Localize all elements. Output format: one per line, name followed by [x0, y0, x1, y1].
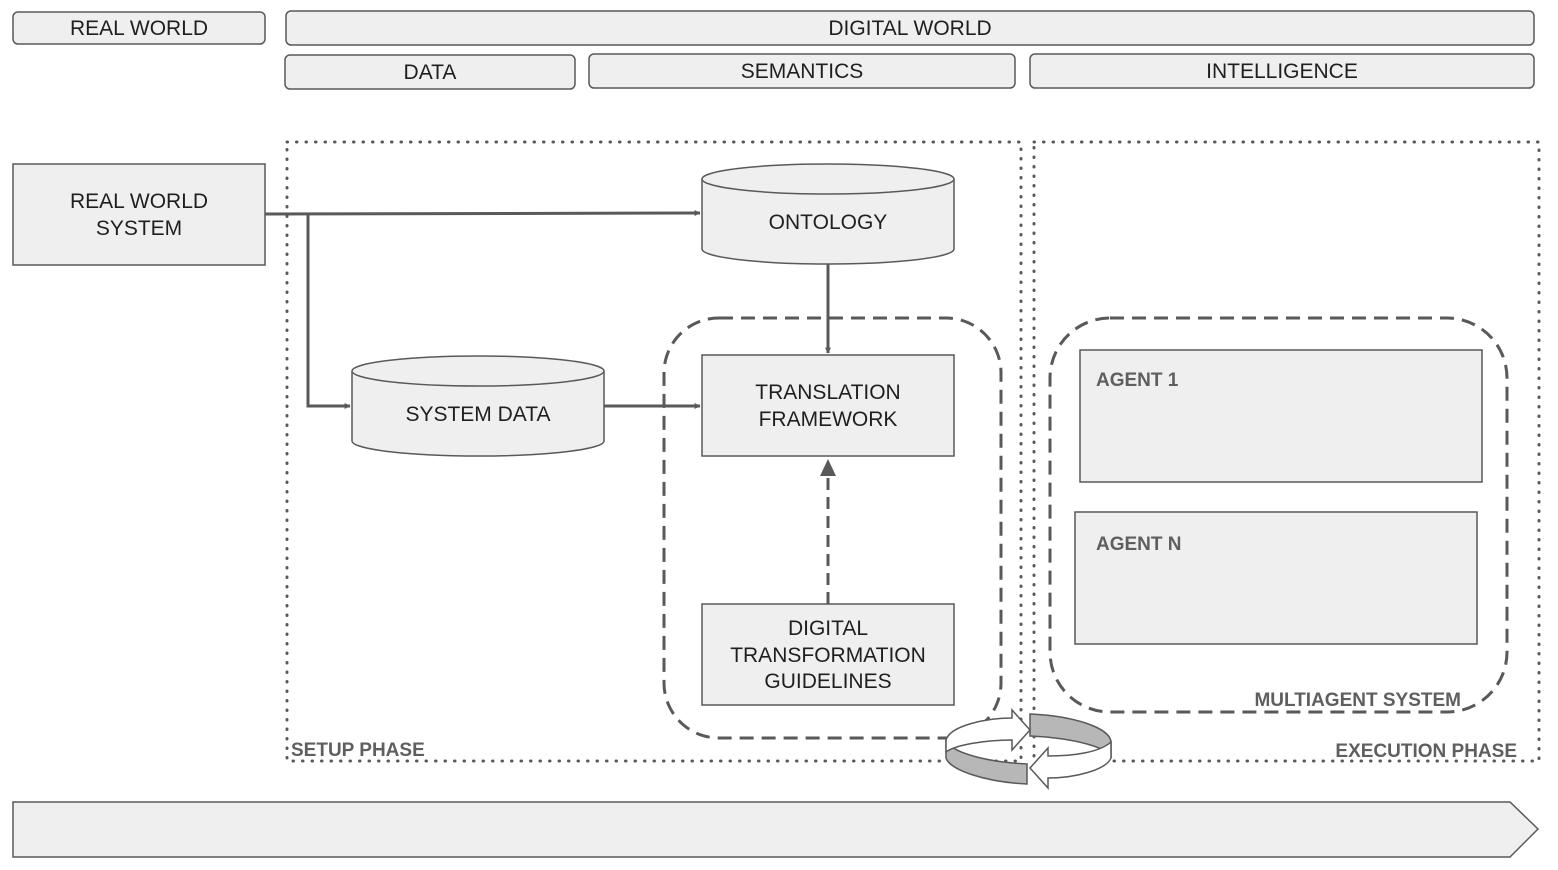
header-real-world: REAL WORLD — [12, 11, 266, 45]
multiagent-system-label: MULTIAGENT SYSTEM — [1254, 690, 1461, 711]
arrow-system-to-ontology — [264, 210, 701, 217]
header-intelligence: INTELLIGENCE — [1029, 53, 1535, 89]
timeline-arrow — [12, 801, 1540, 858]
real-world-system-node: REAL WORLD SYSTEM — [12, 163, 266, 266]
header-digital-world: DIGITAL WORLD — [285, 10, 1535, 46]
arrow-system-to-system-data — [306, 214, 351, 409]
header-semantics-label: SEMANTICS — [741, 60, 864, 83]
header-digital-world-label: DIGITAL WORLD — [828, 17, 991, 40]
agent-1-node: AGENT 1 — [1079, 349, 1483, 483]
header-data: DATA — [284, 54, 576, 90]
system-data-node: SYSTEM DATA — [351, 355, 605, 457]
ontology-label: ONTOLOGY — [769, 211, 888, 234]
translation-group-boundary — [662, 316, 1003, 740]
cycle-icon — [945, 708, 1112, 790]
translation-framework-label-line2: FRAMEWORK — [759, 408, 898, 431]
header-semantics: SEMANTICS — [588, 53, 1016, 89]
real-world-system-label-line1: REAL WORLD — [70, 190, 208, 213]
setup-phase-region: SETUP PHASE — [285, 140, 1023, 763]
guidelines-node: DIGITAL TRANSFORMATION GUIDELINES — [701, 603, 955, 706]
dashed-arrow-head — [820, 459, 836, 476]
guidelines-label-line1: DIGITAL — [788, 617, 868, 640]
setup-phase-label: SETUP PHASE — [291, 740, 425, 761]
guidelines-label-line2: TRANSFORMATION — [730, 644, 926, 667]
agent-n-node: AGENT N — [1074, 511, 1478, 645]
translation-framework-label-line1: TRANSLATION — [755, 381, 900, 404]
agent-1-label: AGENT 1 — [1096, 370, 1179, 391]
guidelines-label-line3: GUIDELINES — [764, 670, 891, 693]
execution-phase-region: EXECUTION PHASE — [1032, 140, 1541, 763]
header-data-label: DATA — [404, 61, 457, 84]
execution-phase-label: EXECUTION PHASE — [1335, 741, 1517, 762]
translation-framework-node: TRANSLATION FRAMEWORK — [701, 354, 955, 457]
system-data-label: SYSTEM DATA — [405, 403, 550, 426]
header-intelligence-label: INTELLIGENCE — [1206, 60, 1358, 83]
ontology-node: ONTOLOGY — [701, 163, 955, 265]
multiagent-system-group: MULTIAGENT SYSTEM — [1048, 316, 1509, 714]
real-world-system-label-line2: SYSTEM — [96, 217, 182, 240]
header-real-world-label: REAL WORLD — [70, 17, 208, 40]
agent-n-label: AGENT N — [1096, 534, 1182, 555]
